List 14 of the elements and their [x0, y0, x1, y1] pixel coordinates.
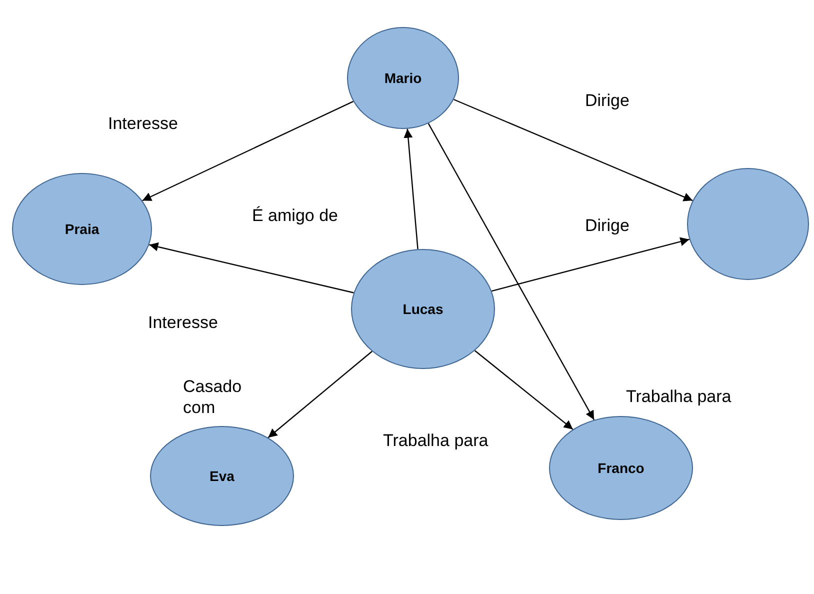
arrow: [428, 123, 595, 420]
arrow: [492, 237, 690, 292]
arrow: [149, 242, 354, 294]
node-label: Franco: [598, 460, 644, 476]
node-label: Eva: [210, 468, 234, 484]
arrow: [474, 350, 574, 430]
arrow: [268, 350, 372, 438]
arrow: [454, 98, 693, 202]
arrow: [404, 128, 418, 250]
node-label: Mario: [384, 70, 422, 86]
edge-label: É amigo de: [252, 205, 338, 226]
node-label: Lucas: [402, 301, 444, 317]
node-label: Praia: [64, 221, 100, 237]
arrow: [142, 100, 354, 202]
